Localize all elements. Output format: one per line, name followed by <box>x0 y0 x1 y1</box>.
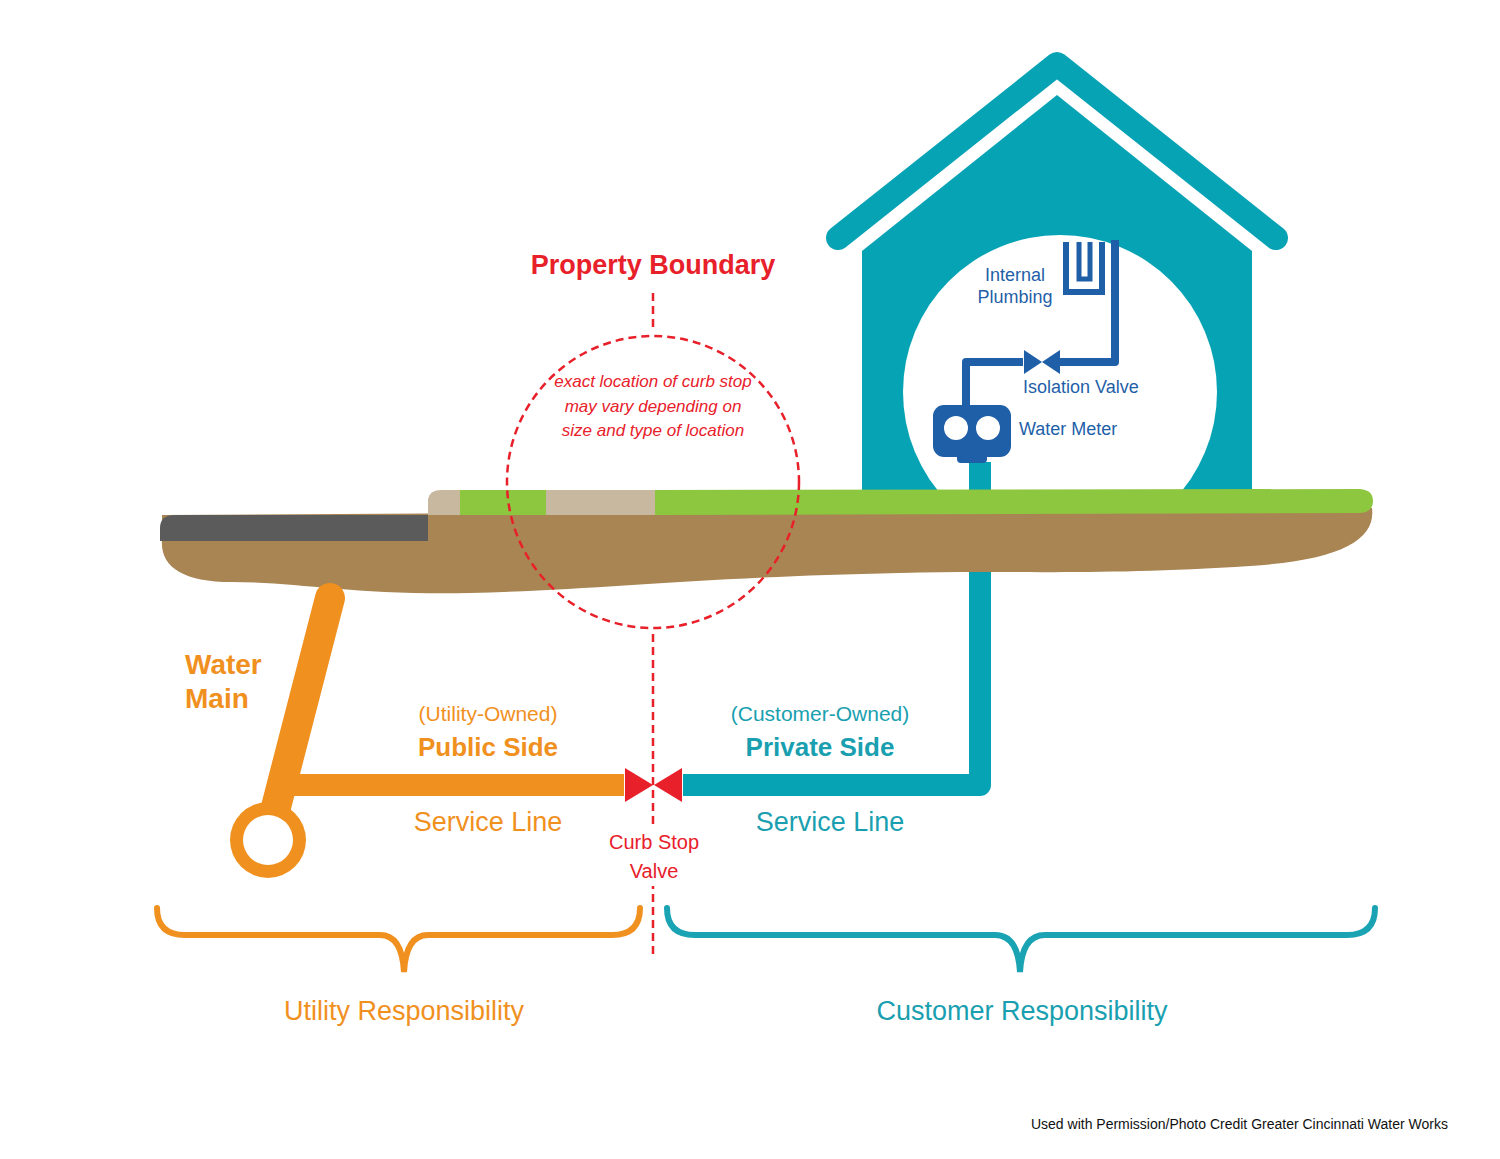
public-service-line <box>360 774 624 796</box>
valve-label: Curb Stop Valve <box>604 828 704 886</box>
curb <box>428 490 460 515</box>
isolation-valve: Isolation Valve <box>1023 349 1061 375</box>
pipe-label: Water Main <box>185 648 280 715</box>
sidewalk <box>546 490 655 515</box>
meter-label: Water Meter <box>1019 419 1117 441</box>
ownership-note: (Customer-Owned) <box>731 701 910 726</box>
side-label: Private Side <box>746 732 895 763</box>
lawn <box>655 489 1373 515</box>
internal-plumbing-fixture <box>1066 242 1102 292</box>
responsibility-label: Utility Responsibility <box>284 995 524 1027</box>
water-meter: Water Meter <box>933 405 1011 463</box>
customer-bracket <box>667 908 1375 972</box>
water-main-shape <box>215 575 360 895</box>
curb-stop-valve-shape <box>624 767 683 803</box>
photo-credit: Used with Permission/Photo Credit Greate… <box>1031 1116 1448 1133</box>
meter-pipe <box>966 362 1023 405</box>
side-label: Public Side <box>418 732 558 763</box>
responsibility-label: Customer Responsibility <box>876 995 1167 1027</box>
water-meter-shape <box>933 405 1011 463</box>
service-line-label: Service Line <box>756 806 905 838</box>
water-main: Water Main <box>215 575 360 895</box>
ownership-note: (Utility-Owned) <box>419 701 558 726</box>
grass-strip <box>460 490 546 515</box>
service-line-label: Service Line <box>414 806 563 838</box>
internal-plumbing-fixture <box>1079 242 1090 279</box>
boundary-title: Property Boundary <box>531 249 776 281</box>
plumbing-label: Internal Plumbing <box>965 265 1065 308</box>
curb-stop-valve: Curb Stop Valve <box>624 767 683 803</box>
note-text: exact location of curb stop may vary dep… <box>553 370 753 444</box>
isolation-valve-shape <box>1023 349 1061 375</box>
internal-plumbing-pipe <box>1058 240 1115 362</box>
valve-label: Isolation Valve <box>1023 377 1139 399</box>
utility-bracket <box>157 908 640 972</box>
curb-stop-note-circle: exact location of curb stop may vary dep… <box>505 334 801 630</box>
road <box>160 515 428 541</box>
property-boundary-line <box>652 634 655 956</box>
property-boundary-line <box>652 293 655 332</box>
